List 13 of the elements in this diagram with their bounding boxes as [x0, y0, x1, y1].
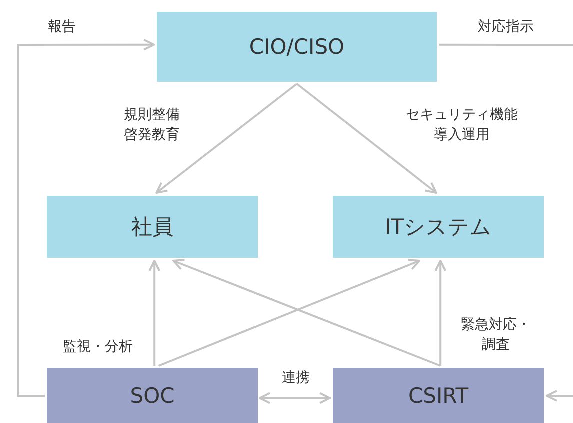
role-box: CIO/CISO — [157, 12, 437, 82]
team-box: CSIRT — [333, 368, 544, 423]
arrow — [156, 83, 298, 194]
arrow — [148, 260, 161, 366]
arrow — [259, 392, 331, 404]
role-box: ITシステム — [333, 196, 544, 258]
arrow — [546, 390, 573, 402]
arrow — [17, 38, 155, 397]
connector-line — [439, 44, 573, 46]
role-box: 社員 — [47, 196, 258, 258]
arrow — [434, 260, 447, 366]
team-box: SOC — [47, 368, 258, 423]
arrow — [296, 83, 438, 194]
